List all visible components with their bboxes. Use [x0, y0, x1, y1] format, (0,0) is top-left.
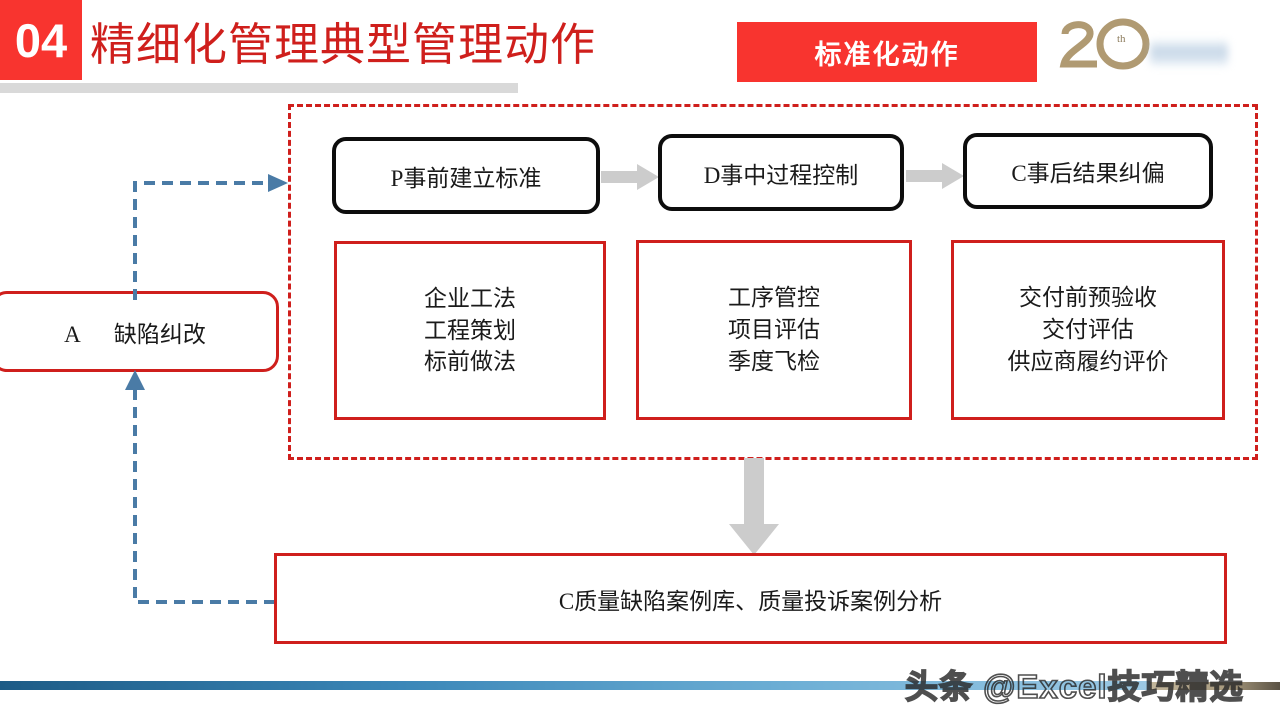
stage-box-do-label: D事中过程控制: [703, 162, 859, 188]
feedback-connector-bottom-arrow-icon: [120, 368, 290, 614]
pdc-dashed-container: [288, 104, 1258, 460]
detail-line: 季度飞检: [728, 348, 820, 374]
stage-box-do[interactable]: D事中过程控制: [658, 134, 904, 211]
footer-bar-tan: [1150, 682, 1280, 690]
page-title: 精细化管理典型管理动作: [90, 20, 597, 70]
case-library-box[interactable]: C质量缺陷案例库、质量投诉案例分析: [274, 553, 1227, 644]
watermark-text: 头条 @Excel技巧精选: [904, 667, 1244, 706]
svg-text:th: th: [1117, 33, 1126, 45]
detail-box-check-lines: 交付前预验收 交付评估 供应商履约评价: [1008, 282, 1169, 377]
defect-correction-box[interactable]: A 缺陷纠改: [0, 291, 279, 372]
detail-box-do[interactable]: 工序管控 项目评估 季度飞检: [636, 240, 912, 420]
standard-action-label: 标准化动作: [814, 39, 960, 70]
defect-correction-label: A 缺陷纠改: [64, 321, 206, 347]
detail-line: 供应商履约评价: [1007, 348, 1169, 374]
stage-arrow-plan-to-do-icon: [601, 164, 659, 190]
detail-line: 标前做法: [424, 349, 516, 375]
stage-box-check-label: C事后结果纠偏: [1011, 161, 1165, 186]
stage-box-plan-label: P事前建立标准: [390, 165, 542, 191]
detail-box-plan[interactable]: 企业工法 工程策划 标前做法: [334, 241, 606, 420]
slide-number-text: 04: [14, 13, 68, 67]
case-library-label: C质量缺陷案例库、质量投诉案例分析: [558, 588, 943, 614]
detail-line: 项目评估: [728, 317, 820, 343]
stage-box-plan[interactable]: P事前建立标准: [332, 137, 600, 214]
feedback-connector-top-arrow-icon: [120, 168, 290, 300]
detail-line: 企业工法: [424, 285, 516, 311]
flow-down-arrow-icon: [727, 458, 781, 556]
stage-box-check[interactable]: C事后结果纠偏: [963, 133, 1213, 209]
anniversary-logo-blurred-text: [1150, 40, 1228, 66]
slide-number-badge: 04: [0, 0, 82, 80]
anniversary-logo-icon: th: [1055, 16, 1175, 74]
detail-box-do-lines: 工序管控 项目评估 季度飞检: [728, 282, 820, 377]
stage-arrow-do-to-check-icon: [906, 163, 964, 189]
detail-line: 工序管控: [728, 285, 820, 311]
detail-box-check[interactable]: 交付前预验收 交付评估 供应商履约评价: [951, 240, 1225, 420]
title-underbar: [0, 83, 518, 93]
detail-line: 交付评估: [1042, 317, 1134, 343]
detail-box-plan-lines: 企业工法 工程策划 标前做法: [424, 283, 516, 378]
detail-line: 工程策划: [424, 317, 516, 343]
footer-bar-blue: [0, 681, 1150, 690]
standard-action-badge: 标准化动作: [737, 22, 1037, 82]
detail-line: 交付前预验收: [1019, 285, 1157, 311]
